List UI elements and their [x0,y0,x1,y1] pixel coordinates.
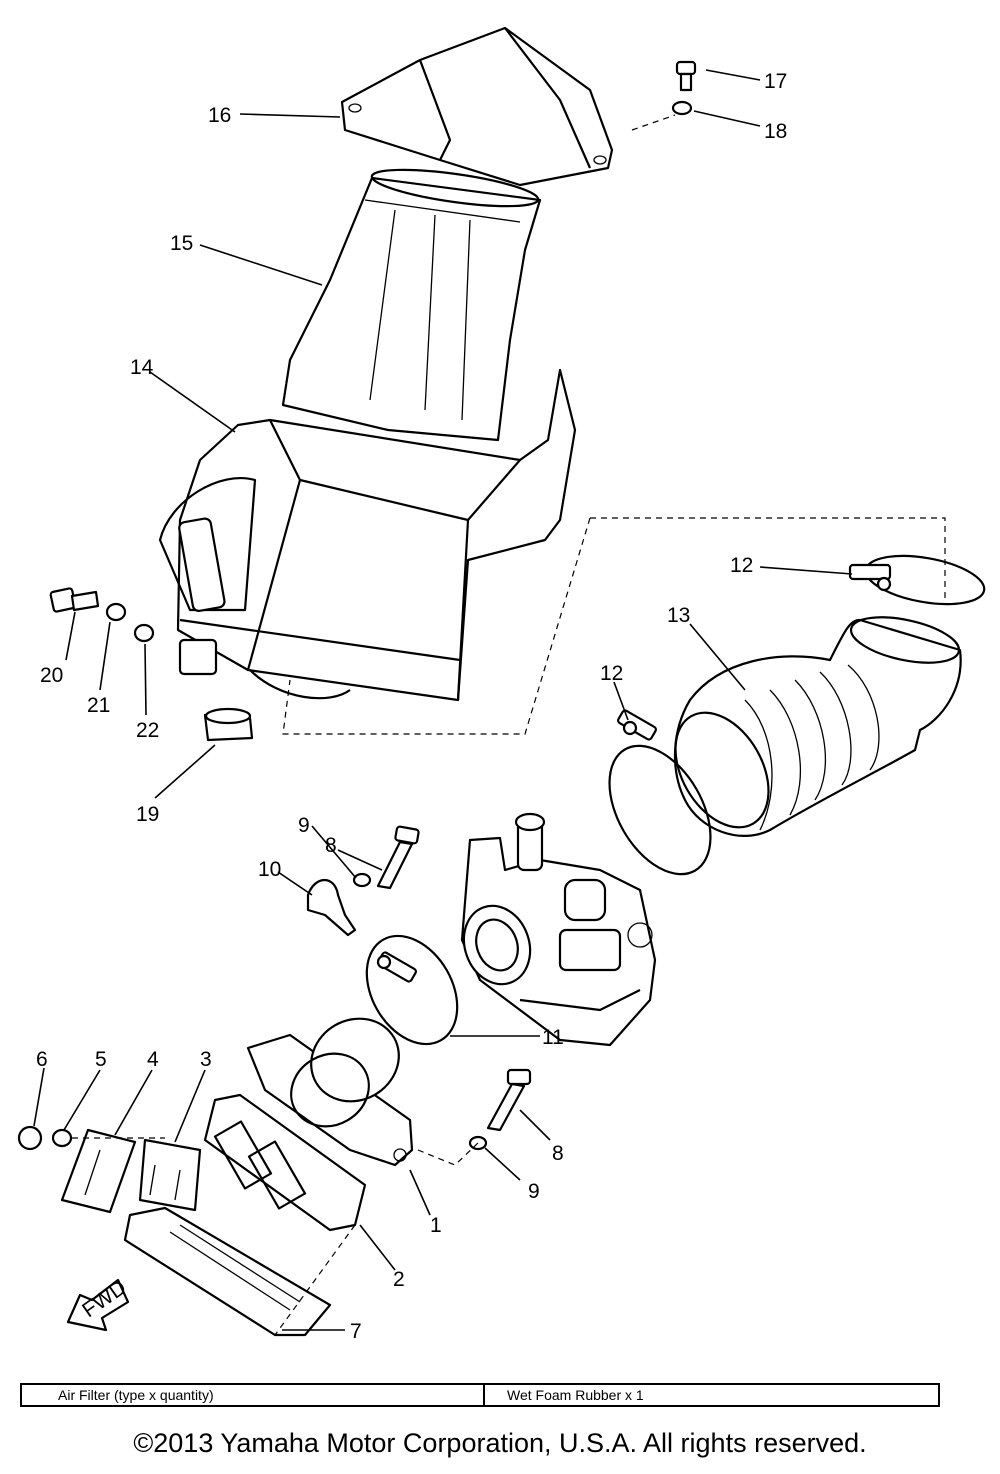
assembly-line-gasket [274,1224,356,1336]
callout-19: 19 [136,803,159,826]
part-19-grommet [203,707,254,742]
part-11-carb-clamp [365,934,459,1046]
part-16-intake-cover [340,26,614,187]
part-17-screw [675,60,697,92]
callout-7: 7 [350,1320,362,1343]
part-12-upper-clamp [848,554,986,606]
callout-13: 13 [667,604,690,627]
callout-17: 17 [764,70,787,93]
callout-10: 10 [258,858,281,881]
assembly-line-18 [631,114,676,131]
carburetor [460,812,657,1047]
part-14-air-cleaner-case [158,368,577,702]
assembly-line-case [590,517,946,600]
callout-15: 15 [170,232,193,255]
part-20-bolt [49,587,100,613]
spec-table-value: Wet Foam Rubber x 1 [507,1387,644,1403]
callout-12-upper: 12 [730,554,753,577]
forward-direction-arrow: FWD [66,1276,131,1332]
spec-table-label: Air Filter (type x quantity) [22,1385,485,1405]
callout-9-lower: 9 [528,1180,540,1203]
callout-8-lower: 8 [552,1142,564,1165]
callout-16: 16 [208,104,231,127]
part-4-reed [60,1128,137,1214]
part-7-gasket [123,1206,332,1337]
assembly-line-case-2 [282,517,591,735]
callout-8-upper: 8 [325,834,337,857]
part-9-washer-upper [352,872,372,888]
callout-11: 11 [542,1026,564,1049]
leader-lines [33,69,853,1331]
callout-5: 5 [95,1048,107,1071]
part-1-intake-manifold [246,1017,414,1167]
callout-3: 3 [200,1048,212,1071]
spec-table: Air Filter (type x quantity) Wet Foam Ru… [20,1383,940,1407]
exploded-parts-diagram: FWD 16 17 18 15 14 12 13 12 20 21 22 [17,26,986,1343]
part-6-screw [17,1125,43,1151]
callout-2: 2 [393,1268,405,1291]
part-5-washer [51,1128,73,1148]
callout-6: 6 [36,1048,48,1071]
callout-1: 1 [430,1214,442,1237]
callout-4: 4 [147,1048,159,1071]
callout-22: 22 [136,719,159,742]
copyright-notice: ©2013 Yamaha Motor Corporation, U.S.A. A… [133,1428,867,1458]
part-8-bolt-lower [486,1068,532,1132]
callout-9-upper: 9 [298,814,310,837]
part-21-washer [105,602,127,622]
callout-18: 18 [764,120,787,143]
part-10-hose-guide [306,878,357,937]
part-15-air-filter-element [281,168,542,442]
part-18-washer [671,100,693,116]
part-3-reed-stopper [138,1138,202,1212]
callout-14: 14 [130,356,154,379]
callout-20: 20 [40,664,63,687]
callout-21: 21 [87,694,110,717]
part-8-bolt-upper [376,825,420,890]
part-22-washer [133,623,155,643]
callout-12-lower: 12 [600,662,623,685]
part-13-intake-boot [673,616,962,837]
assembly-line-lower-bolt [417,1142,479,1166]
